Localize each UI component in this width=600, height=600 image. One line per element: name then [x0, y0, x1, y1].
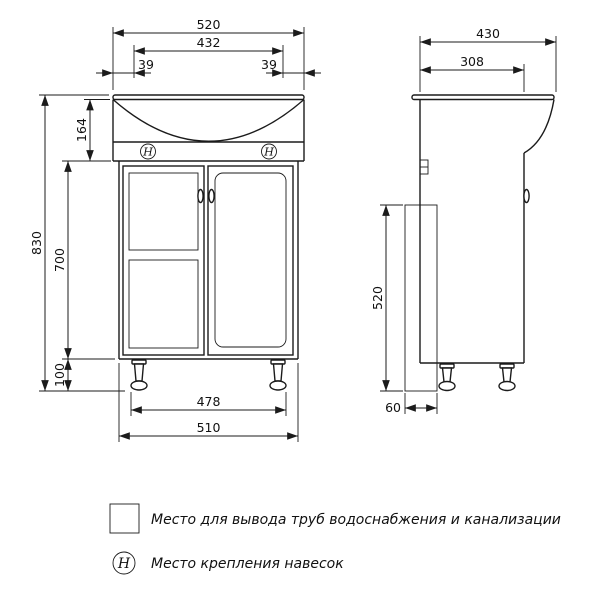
hinge-mark-icon	[140, 143, 156, 160]
right-door	[207, 165, 294, 356]
legend-item-hinges: H Место крепления навесок	[112, 551, 344, 575]
dim-label: 60	[385, 400, 401, 415]
left-door	[122, 165, 205, 356]
hinge-mark-icon	[261, 143, 277, 160]
left-door-panel-upper	[128, 172, 199, 251]
service-zone-hatch	[404, 204, 438, 392]
sink-counter	[112, 94, 305, 101]
dim-label: 478	[197, 394, 221, 409]
dim-label: 39	[261, 57, 277, 72]
legend-item-pipes: Место для вывода труб водоснабжения и ка…	[109, 503, 561, 534]
dim-hinge-offset-left: 39	[96, 57, 154, 77]
side-cabinet-body	[411, 94, 555, 364]
front-hinge-marks: H H	[140, 143, 277, 160]
front-view: H H	[29, 17, 321, 442]
dim-label: 39	[138, 57, 154, 72]
side-back-leg	[438, 363, 456, 392]
dim-hinge-offset-right: 39	[261, 57, 321, 77]
side-apron-curve	[523, 99, 555, 154]
dim-label: 700	[52, 248, 67, 272]
dim-body-width: 510	[118, 363, 299, 442]
dim-label: 520	[197, 17, 221, 32]
sink-apron-curve	[112, 98, 305, 142]
dim-label: 100	[52, 363, 67, 387]
front-legs	[130, 359, 287, 391]
dim-label: 308	[460, 54, 484, 69]
hinge-mark-icon	[112, 551, 136, 575]
dim-label: 164	[74, 118, 89, 142]
legend-label: Место крепления навесок	[151, 556, 344, 572]
right-door-handle	[208, 188, 215, 204]
dim-service-zone-height: 520	[370, 204, 403, 392]
dim-overall-depth: 430	[419, 26, 557, 92]
hatch-swatch-icon	[109, 503, 140, 534]
dim-overall-width: 520	[112, 17, 305, 90]
side-legs	[438, 363, 516, 392]
dim-service-zone-depth: 60	[385, 393, 438, 415]
front-sink	[112, 94, 305, 162]
front-right-door	[207, 165, 294, 356]
dim-label: 510	[197, 420, 221, 435]
front-cabinet-body	[118, 161, 299, 360]
hinge-mark-letter: H	[263, 146, 274, 159]
dim-label: 830	[29, 231, 44, 255]
side-door-handle	[523, 188, 530, 204]
dim-label: 430	[476, 26, 500, 41]
dim-leg-height: 100	[52, 359, 72, 391]
dim-body-depth: 308	[420, 54, 525, 92]
legend-label: Место для вывода труб водоснабжения и ка…	[151, 512, 561, 528]
side-counter	[411, 94, 555, 101]
side-front-leg	[498, 363, 516, 392]
dim-body-height: 700	[52, 160, 115, 360]
hinge-mark-letter: H	[117, 556, 131, 572]
hinge-mark-letter: H	[142, 146, 153, 159]
dim-apron-height: 164	[74, 99, 110, 161]
dim-total-height: 830	[29, 94, 125, 392]
right-door-panel	[214, 172, 287, 348]
dim-label: 520	[370, 286, 385, 310]
dim-feet-span: 478	[130, 392, 287, 416]
front-left-leg	[130, 359, 148, 391]
front-right-leg	[269, 359, 287, 391]
left-door-handle	[197, 188, 204, 204]
left-door-panel-lower	[128, 259, 199, 349]
side-view: 430 308 520 60	[370, 26, 557, 415]
front-left-door	[122, 165, 205, 356]
legend: Место для вывода труб водоснабжения и ка…	[109, 503, 561, 575]
dim-label: 432	[197, 35, 221, 50]
